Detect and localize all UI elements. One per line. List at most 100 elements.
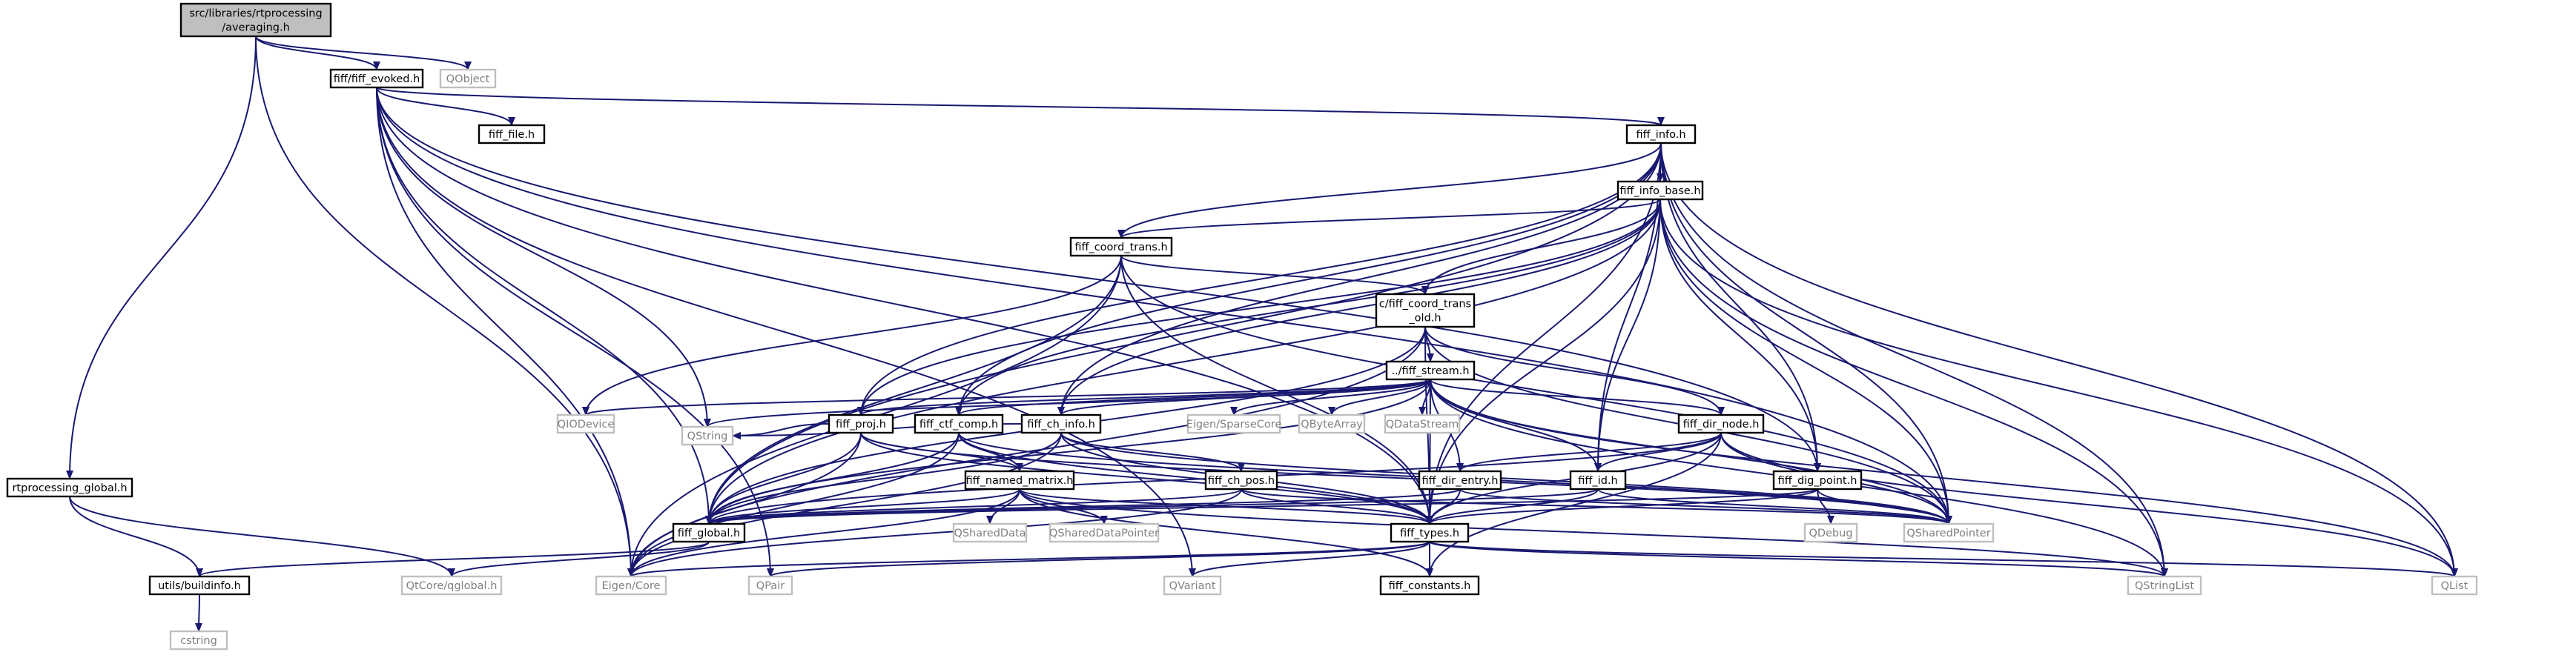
node-box	[1048, 522, 1160, 543]
edge-fiff_info-to-fiff_types	[1426, 142, 1662, 525]
node-label: QByteArray	[1301, 419, 1363, 431]
edge-fiff_info_base-to-fiff_coord_trans	[1117, 199, 1661, 239]
node-label: QDataStream	[1386, 419, 1459, 431]
node-fiff-types[interactable]: fiff_types.h	[1390, 522, 1470, 543]
edge-fiff_ctf_comp-to-fiff_types	[958, 432, 1433, 525]
node-label: Eigen/Core	[602, 580, 661, 592]
node-fiff-file[interactable]: fiff_file.h	[478, 124, 546, 144]
edge-fiff_types-to-qvariant	[1189, 541, 1430, 577]
edge-fiff_dir_node-to-qlist	[1720, 432, 2458, 577]
node-qshareddatapointer: QSharedDataPointer	[1048, 522, 1160, 543]
node-box	[828, 413, 894, 434]
node-label: fiff_dir_node.h	[1683, 419, 1760, 431]
node-fiff-ch-pos[interactable]: fiff_ch_pos.h	[1204, 470, 1278, 491]
edge-root-to-eigen_core	[255, 36, 635, 577]
edge-fiff_coord_trans-to-qiodevice	[582, 255, 1122, 416]
node-label: utils/buildinfo.h	[158, 580, 241, 592]
node-box	[2127, 575, 2202, 596]
node-qstringlist: QStringList	[2127, 575, 2202, 596]
node-utils-buildinfo[interactable]: utils/buildinfo.h	[148, 575, 251, 596]
edge-fiff_ch_pos-to-qsharedpointer	[1241, 488, 1952, 525]
edge-fiff_ch_info-to-qsharedpointer	[1060, 432, 1952, 525]
node-box	[1186, 413, 1281, 434]
edge-rtproc_global-to-utils_buildinfo	[69, 496, 203, 577]
edge-fiff_types-to-qstringlist	[1429, 541, 2168, 577]
edge-fiff_stream-to-qstring	[704, 379, 1431, 428]
node-qstring: QString	[681, 425, 734, 446]
node-box	[169, 630, 228, 651]
node-fiff-info-base[interactable]: fiff_info_base.h	[1616, 180, 1704, 201]
node-label: fiff_info_base.h	[1619, 185, 1700, 197]
node-fiff-ch-info[interactable]: fiff_ch_info.h	[1020, 413, 1102, 434]
edge-layer	[66, 36, 2458, 632]
node-box	[1298, 413, 1366, 434]
node-label: QIODevice	[558, 419, 615, 431]
node-fiff-dir-entry[interactable]: fiff_dir_entry.h	[1418, 470, 1502, 491]
edge-fiff_stream-to-qiodevice	[582, 379, 1431, 416]
edge-rtproc_global-to-qtcore_qglobal	[69, 496, 455, 577]
edge-fiff_ctf_comp-to-fiff_named_matrix	[958, 432, 1023, 472]
node-label: QPair	[756, 580, 785, 592]
node-box	[914, 413, 1004, 434]
edge-fiff_info-to-qstringlist	[1660, 142, 2168, 577]
edge-fiff_evoked-to-fiff_info	[376, 87, 1665, 126]
node-box	[1375, 293, 1476, 328]
edge-fiff_dig_point-to-qdebug	[1817, 488, 1834, 525]
node-c-coord-trans-old[interactable]: c/fiff_coord_trans _old.h	[1375, 293, 1476, 328]
node-label: c/fiff_coord_trans	[1379, 299, 1471, 310]
node-fiff-coord-trans[interactable]: fiff_coord_trans.h	[1069, 236, 1173, 257]
node-layer: src/libraries/rtprocessing/averaging.h fi…	[6, 2, 2478, 651]
node-fiff-global[interactable]: fiff_global.h	[672, 522, 746, 543]
edge-fiff_info_base-to-qlist	[1659, 199, 2458, 577]
edge-fiff_info-to-fiff_id	[1594, 142, 1662, 472]
node-rtproc-global[interactable]: rtprocessing_global.h	[6, 477, 133, 498]
node-fiff-id[interactable]: fiff_id.h	[1569, 470, 1627, 491]
node-box	[1625, 124, 1697, 144]
node-eigen-core: Eigen/Core	[595, 575, 667, 596]
node-box	[1772, 470, 1863, 491]
node-box	[1204, 470, 1278, 491]
edge-fiff_proj-to-fiff_types	[860, 432, 1433, 525]
node-box	[329, 68, 424, 89]
edge-fiff_id-to-qsharedpointer	[1597, 488, 1952, 525]
edge-fiff_evoked-to-fiff_dig_point	[376, 87, 1821, 472]
node-label: fiff_ctf_comp.h	[919, 419, 998, 431]
edge-fiff_evoked-to-qsharedpointer	[376, 87, 1952, 525]
edge-fiff_info_base-to-qsharedpointer	[1659, 199, 1952, 525]
node-label: QtCore/qglobal.h	[406, 580, 498, 592]
edge-fiff_dir_entry-to-fiff_global	[705, 488, 1461, 525]
node-box	[672, 522, 746, 543]
node-box	[556, 413, 615, 434]
node-box	[1384, 413, 1461, 434]
node-fiff-info[interactable]: fiff_info.h	[1625, 124, 1697, 144]
edge-fiff_dir_node-to-fiff_id	[1594, 432, 1722, 472]
edge-fiff_info-to-fiff_ctf_comp	[955, 142, 1662, 416]
node-qtcore-qglobal: QtCore/qglobal.h	[400, 575, 503, 596]
node-fiff-evoked[interactable]: fiff/fiff_evoked.h	[329, 68, 424, 89]
node-fiff-ctf-comp[interactable]: fiff_ctf_comp.h	[914, 413, 1004, 434]
edge-fiff_info-to-fiff_ch_info	[1057, 142, 1662, 416]
node-fiff-dir-node[interactable]: fiff_dir_node.h	[1677, 413, 1765, 434]
edge-fiff_id-to-fiff_types	[1426, 488, 1599, 525]
node-fiff-proj[interactable]: fiff_proj.h	[828, 413, 894, 434]
node-root[interactable]: src/libraries/rtprocessing/averaging.h	[179, 2, 332, 38]
node-box	[1163, 575, 1222, 596]
node-label: cstring	[180, 635, 217, 647]
edge-fiff_coord_trans-to-c_coord_trans_old	[1120, 255, 1429, 295]
edge-fiff_ch_pos-to-fiff_types	[1241, 488, 1433, 525]
edge-root-to-rtproc_global	[66, 36, 257, 479]
node-label: ../fiff_stream.h	[1391, 365, 1469, 377]
node-fiff-constants[interactable]: fiff_constants.h	[1379, 575, 1480, 596]
node-fiff-dig-point[interactable]: fiff_dig_point.h	[1772, 470, 1863, 491]
edge-fiff_proj-to-fiff_global	[705, 432, 862, 525]
node-qdatastream: QDataStream	[1384, 413, 1461, 434]
node-fiff-named-matrix[interactable]: fiff_named_matrix.h	[964, 470, 1075, 491]
edge-fiff_info-to-fiff_dig_point	[1660, 142, 1821, 472]
node-fiff-stream[interactable]: ../fiff_stream.h	[1385, 360, 1476, 381]
node-label: _old.h	[1408, 313, 1441, 325]
edge-fiff_ch_info-to-fiff_global	[705, 432, 1062, 525]
node-label: QList	[2441, 580, 2468, 592]
edge-fiff_ch_info-to-fiff_ch_pos	[1060, 432, 1245, 472]
edge-fiff_stream-to-eigen_sparse	[1230, 379, 1431, 416]
node-label: src/libraries/rtprocessing	[189, 8, 322, 20]
